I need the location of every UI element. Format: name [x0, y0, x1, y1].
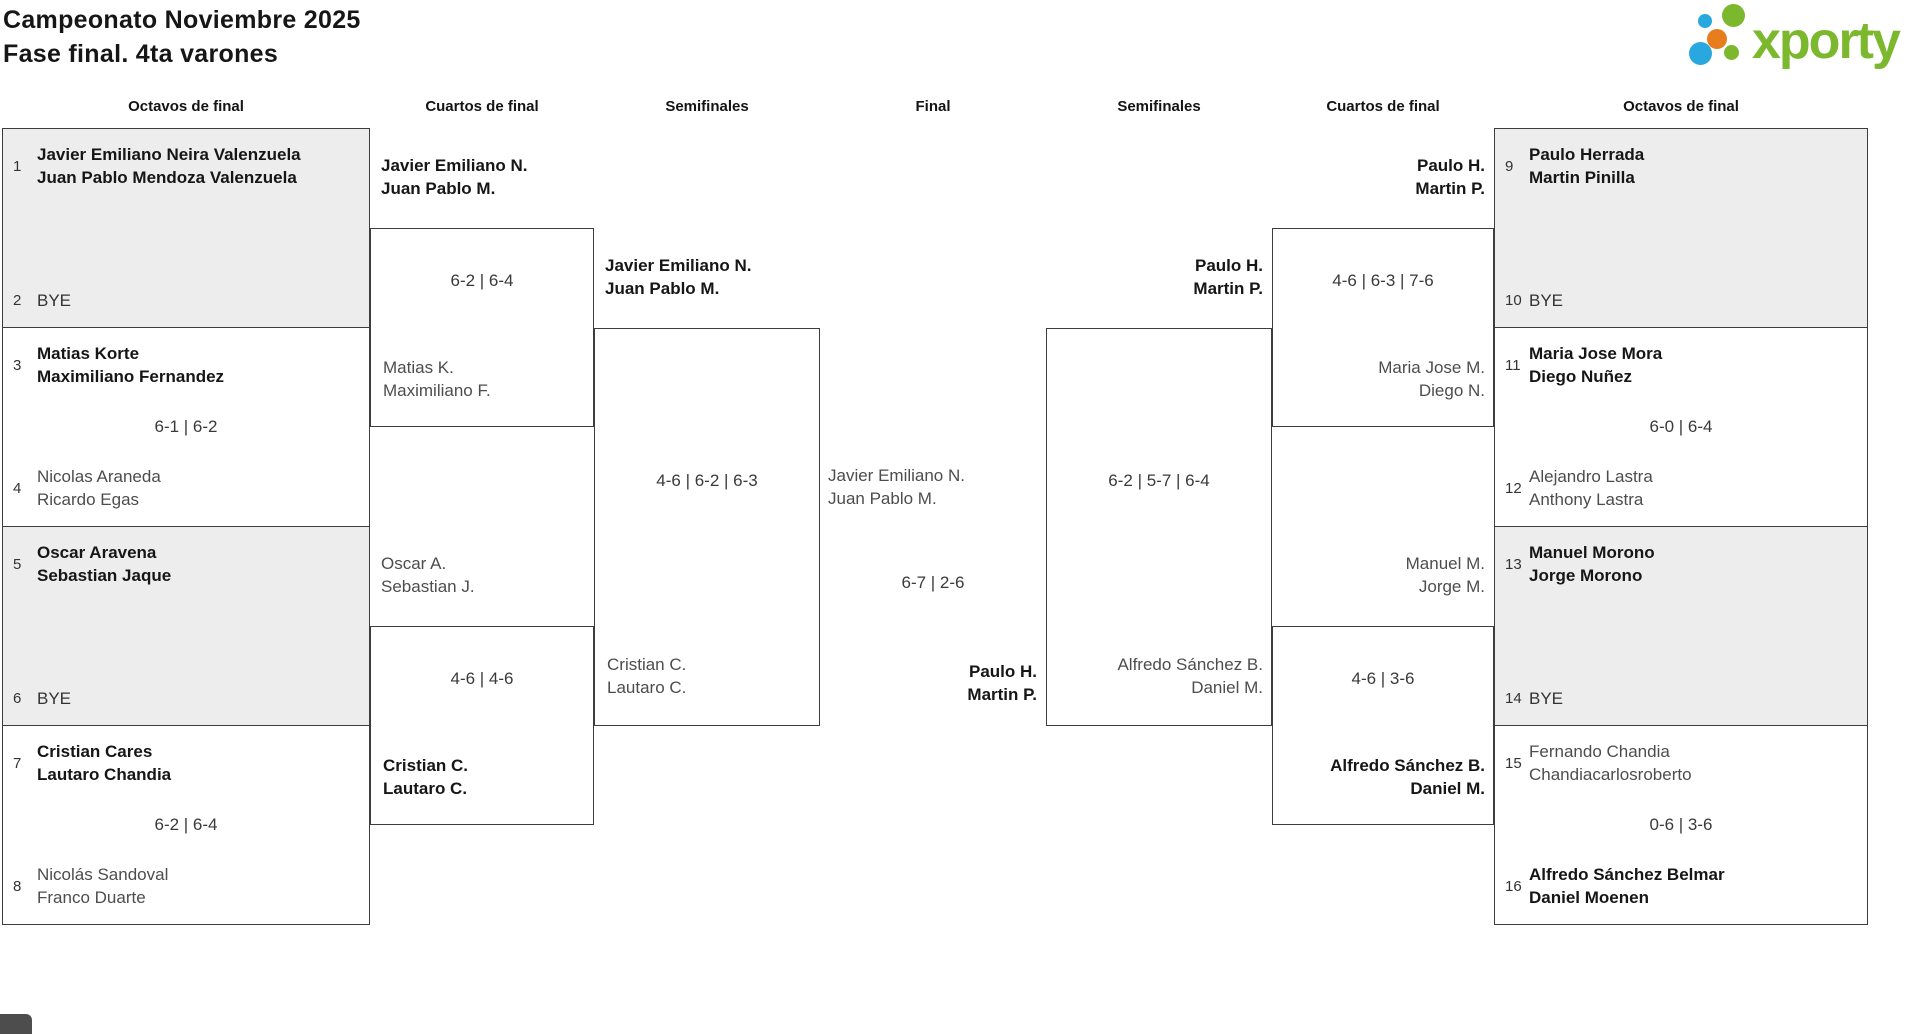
semifinal-left[interactable]: Javier Emiliano N.Juan Pablo M. 4-6 | 6-…: [594, 256, 820, 726]
round-header-semifinales-right: Semifinales: [1117, 98, 1201, 115]
qf-match-right-bottom[interactable]: Manuel M.Jorge M. 4-6 | 3-6 Alfredo Sánc…: [1272, 554, 1494, 825]
seed-number: 14: [1505, 690, 1522, 707]
match-score: 4-6 | 6-2 | 6-3: [656, 471, 758, 490]
seed-number: 6: [13, 690, 22, 707]
semifinal-right[interactable]: Paulo H.Martin P. 6-2 | 5-7 | 6-4 Alfred…: [1046, 256, 1272, 726]
seed-number: 13: [1505, 555, 1522, 573]
team-name: BYE: [37, 689, 72, 708]
match-score: 4-6 | 6-3 | 7-6: [1332, 271, 1434, 290]
match-score: 6-0 | 6-4: [1649, 417, 1713, 436]
seed-number: 10: [1505, 292, 1522, 309]
team-name: BYE: [1529, 291, 1564, 310]
seed-number: 5: [13, 555, 22, 573]
seed-number: 1: [13, 157, 22, 175]
seed-number: 15: [1505, 754, 1522, 772]
seed-number: 4: [13, 479, 22, 497]
team-name: Cristian C.Lautaro C.: [607, 655, 687, 697]
team-name: Paulo H.Martin P.: [1193, 256, 1263, 298]
seed-number: 8: [13, 877, 22, 895]
round-header-final: Final: [915, 98, 951, 115]
qf-match-left-bottom[interactable]: Oscar A.Sebastian J. 4-6 | 4-6 Cristian …: [370, 554, 594, 825]
round-header-cuartos-left: Cuartos de final: [425, 98, 539, 115]
round-header-octavos-right: Octavos de final: [1623, 98, 1739, 115]
qf-match-left-top[interactable]: Javier Emiliano N.Juan Pablo M. 6-2 | 6-…: [370, 156, 594, 427]
team-name: BYE: [37, 291, 72, 310]
team-name: Cristian C.Lautaro C.: [383, 756, 469, 798]
match-score: 6-2 | 5-7 | 6-4: [1108, 471, 1210, 490]
final-match[interactable]: Javier Emiliano N.Juan Pablo M. 6-7 | 2-…: [820, 328, 1046, 726]
xporty-logo[interactable]: xporty: [1688, 2, 1918, 80]
team-name: Maria Jose M.Diego N.: [1378, 358, 1485, 400]
tournament-name: Campeonato Noviembre 2025: [3, 6, 361, 34]
team-name: Manuel M.Jorge M.: [1405, 554, 1485, 596]
seed-number: 11: [1505, 356, 1521, 374]
seed-number: 12: [1505, 479, 1522, 497]
seed-number: 16: [1505, 877, 1522, 895]
match-score: 0-6 | 3-6: [1649, 815, 1713, 834]
phase-name: Fase final. 4ta varones: [3, 40, 279, 68]
match-score: 4-6 | 3-6: [1351, 669, 1415, 688]
team-name: Javier Emiliano N.Juan Pablo M.: [381, 156, 528, 198]
match-score: 6-1 | 6-2: [154, 417, 218, 436]
match-score: 6-2 | 6-4: [154, 815, 218, 834]
qf-match-right-top[interactable]: Paulo H.Martin P. 4-6 | 6-3 | 7-6 Maria …: [1272, 156, 1494, 427]
round-header-octavos-left: Octavos de final: [128, 98, 244, 115]
team-name: Matias K.Maximiliano F.: [383, 358, 491, 400]
logo-wordmark: xporty: [1752, 12, 1901, 70]
match-score: 6-7 | 2-6: [901, 573, 965, 592]
team-name: Alfredo Sánchez B.Daniel M.: [1330, 756, 1485, 798]
team-name: Javier Emiliano N.Juan Pablo M.: [605, 256, 752, 298]
bottom-left-fragment: [0, 1014, 32, 1034]
page-title: Campeonato Noviembre 2025 Fase final. 4t…: [3, 3, 361, 71]
team-name: Javier Emiliano N.Juan Pablo M.: [828, 466, 965, 508]
seed-number: 9: [1505, 157, 1514, 175]
team-name: Paulo H.Martin P.: [1415, 156, 1485, 198]
team-name: Paulo H.Martin P.: [967, 662, 1037, 704]
round-header-cuartos-right: Cuartos de final: [1326, 98, 1440, 115]
seed-number: 3: [13, 356, 22, 374]
team-name: Alfredo Sánchez B.Daniel M.: [1117, 655, 1263, 697]
round-header-semifinales-left: Semifinales: [665, 98, 749, 115]
match-score: 4-6 | 4-6: [450, 669, 514, 688]
match-score: 6-2 | 6-4: [450, 271, 514, 290]
seed-number: 7: [13, 754, 22, 772]
team-name: BYE: [1529, 689, 1564, 708]
team-name: Oscar A.Sebastian J.: [381, 554, 475, 596]
seed-number: 2: [13, 292, 22, 309]
